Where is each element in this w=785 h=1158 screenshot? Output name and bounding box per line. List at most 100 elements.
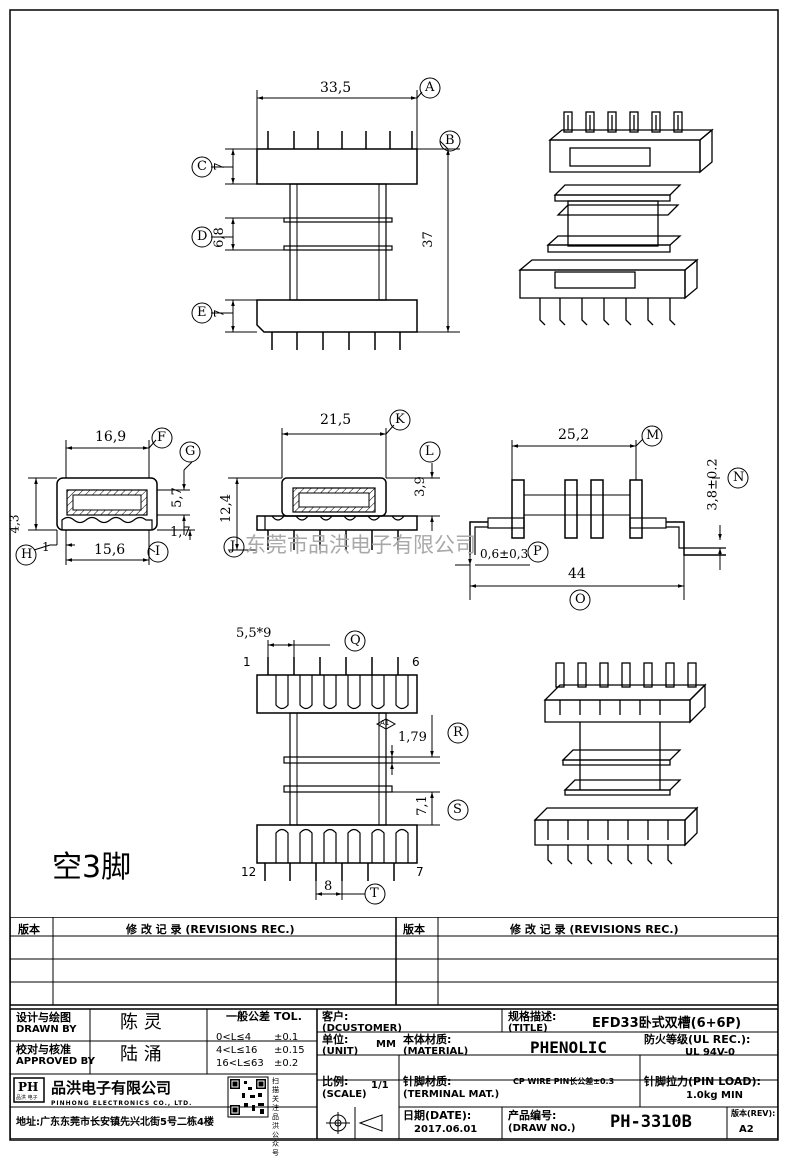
dim-g: 5,7	[169, 487, 185, 508]
balloon-r	[447, 722, 469, 744]
balloon-label-q: Q	[350, 633, 361, 648]
title-label-en: (TITLE)	[508, 1023, 548, 1034]
balloon-label-s: S	[453, 802, 462, 817]
isometric-exploded-bottom	[533, 662, 707, 865]
pinload-value: 1.0kg MIN	[686, 1090, 744, 1101]
balloons	[15, 77, 749, 905]
balloon-t	[364, 883, 386, 905]
qr-code	[230, 1079, 266, 1115]
balloon-label-h: H	[21, 547, 33, 562]
dim-i1: 15,6	[94, 542, 126, 558]
balloon-k	[389, 409, 411, 431]
balloon-label-g: G	[185, 444, 196, 459]
terminal-label-cn: 针脚材质:	[403, 1075, 452, 1088]
date-label: 日期(DATE):	[403, 1109, 472, 1122]
balloon-label-t: T	[370, 886, 379, 901]
balloon-label-o: O	[575, 592, 586, 607]
balloon-label-f: F	[157, 430, 167, 445]
balloon-label-c: C	[197, 159, 207, 174]
title-value: EFD33卧式双槽(6+6P)	[592, 1016, 742, 1031]
dim-q: 5,5*9	[236, 626, 272, 641]
fire-value: UL 94V-0	[685, 1047, 736, 1058]
balloon-label-p: P	[533, 544, 542, 559]
dim-t: 8	[324, 879, 333, 894]
rev-ver-label: 版本(REV):	[731, 1109, 776, 1118]
designer-label-en: DRAWN BY	[16, 1024, 77, 1035]
balloon-q	[344, 630, 366, 652]
dim-m: 25,2	[558, 427, 590, 443]
unit-label-cn: 单位:	[322, 1033, 349, 1046]
rev-label-right: 版本	[403, 923, 425, 936]
company-name-en: PINHONG ELECTRONICS CO., LTD.	[51, 1100, 193, 1107]
dim-i: 1,7	[170, 525, 191, 540]
balloon-l	[419, 441, 441, 463]
checker-label-en: APPROVED BY	[16, 1056, 95, 1067]
pin-1-label: 1	[243, 655, 251, 669]
dim-n: 3,8±0.2	[705, 458, 721, 511]
rev-label-left: 版本	[18, 923, 40, 936]
balloon-e	[191, 302, 213, 324]
unit-value: MM	[376, 1039, 396, 1050]
tol-value-1: ±0.1	[274, 1032, 299, 1043]
balloon-label-i: I	[155, 544, 161, 559]
company-address: 地址:广东东莞市长安镇先兴北街5号二栋4楼	[16, 1117, 214, 1128]
flag-triangle	[375, 718, 397, 730]
balloon-j	[223, 536, 245, 558]
dim-s: 7,1	[414, 795, 430, 816]
dim-o: 44	[568, 566, 586, 582]
balloon-label-d: D	[197, 229, 208, 244]
dim-d: 6,8	[211, 227, 227, 248]
dim-h1: 1	[42, 540, 50, 554]
material-value: PHENOLIC	[530, 1038, 608, 1057]
dim-l: 3,9	[412, 476, 428, 497]
tol-range-2: 4<L≤16	[216, 1045, 258, 1056]
bottom-flange	[256, 299, 418, 333]
balloon-s	[447, 799, 469, 821]
dim-e: 7	[212, 309, 228, 318]
balloon-i	[147, 541, 169, 563]
designer-name: 陈 灵	[120, 1012, 162, 1033]
rev-record-right: 修 改 记 录 (REVISIONS REC.)	[510, 923, 679, 936]
material-label-cn: 本体材质:	[403, 1033, 452, 1046]
dim-c: 7	[212, 162, 228, 171]
top-flange	[256, 148, 418, 185]
dim-r: 1,79	[398, 730, 427, 745]
customer-label: 客户:	[322, 1010, 349, 1023]
title-label-cn: 规格描述:	[508, 1010, 557, 1023]
dim-f: 16,9	[95, 429, 127, 445]
balloon-label-m: M	[646, 428, 660, 443]
balloon-d	[191, 226, 213, 248]
flag-label: A1	[380, 719, 390, 727]
end-view	[455, 438, 726, 600]
scale-label-cn: 比例:	[322, 1075, 349, 1088]
drawno-label-en: (DRAW NO.)	[508, 1123, 576, 1134]
tol-value-2: ±0.15	[274, 1045, 305, 1056]
terminal-label-en: (TERMINAL MAT.)	[403, 1089, 500, 1100]
side-view	[228, 424, 440, 551]
qr-caption: 扫描 关注 品洪 公众号	[272, 1077, 279, 1157]
balloon-p	[527, 541, 549, 563]
drawno-label-cn: 产品编号:	[508, 1109, 557, 1122]
rev-record-left: 修 改 记 录 (REVISIONS REC.)	[126, 923, 295, 936]
dim-h: 4,3	[7, 514, 22, 534]
balloon-b	[439, 130, 461, 152]
dim-j: 12,4	[218, 494, 234, 523]
top-view	[28, 439, 195, 565]
isometric-exploded-top	[518, 111, 714, 326]
unit-label-en: (UNIT)	[322, 1046, 359, 1057]
balloon-g	[179, 441, 201, 463]
rev-ver-value: A2	[739, 1124, 754, 1135]
balloon-f	[151, 427, 173, 449]
company-logo-sub: 品洪 电子	[16, 1095, 38, 1101]
bottom-view	[256, 640, 440, 900]
dim-k: 21,5	[320, 412, 352, 428]
front-view	[211, 90, 460, 350]
sheet-border	[9, 9, 779, 1141]
company-name-cn: 品洪电子有限公司	[51, 1079, 172, 1097]
balloon-m	[641, 425, 663, 447]
customer-label-en: (DCUSTOMER)	[322, 1023, 402, 1034]
dim-b: 37	[420, 231, 436, 248]
balloon-label-n: N	[733, 470, 745, 485]
